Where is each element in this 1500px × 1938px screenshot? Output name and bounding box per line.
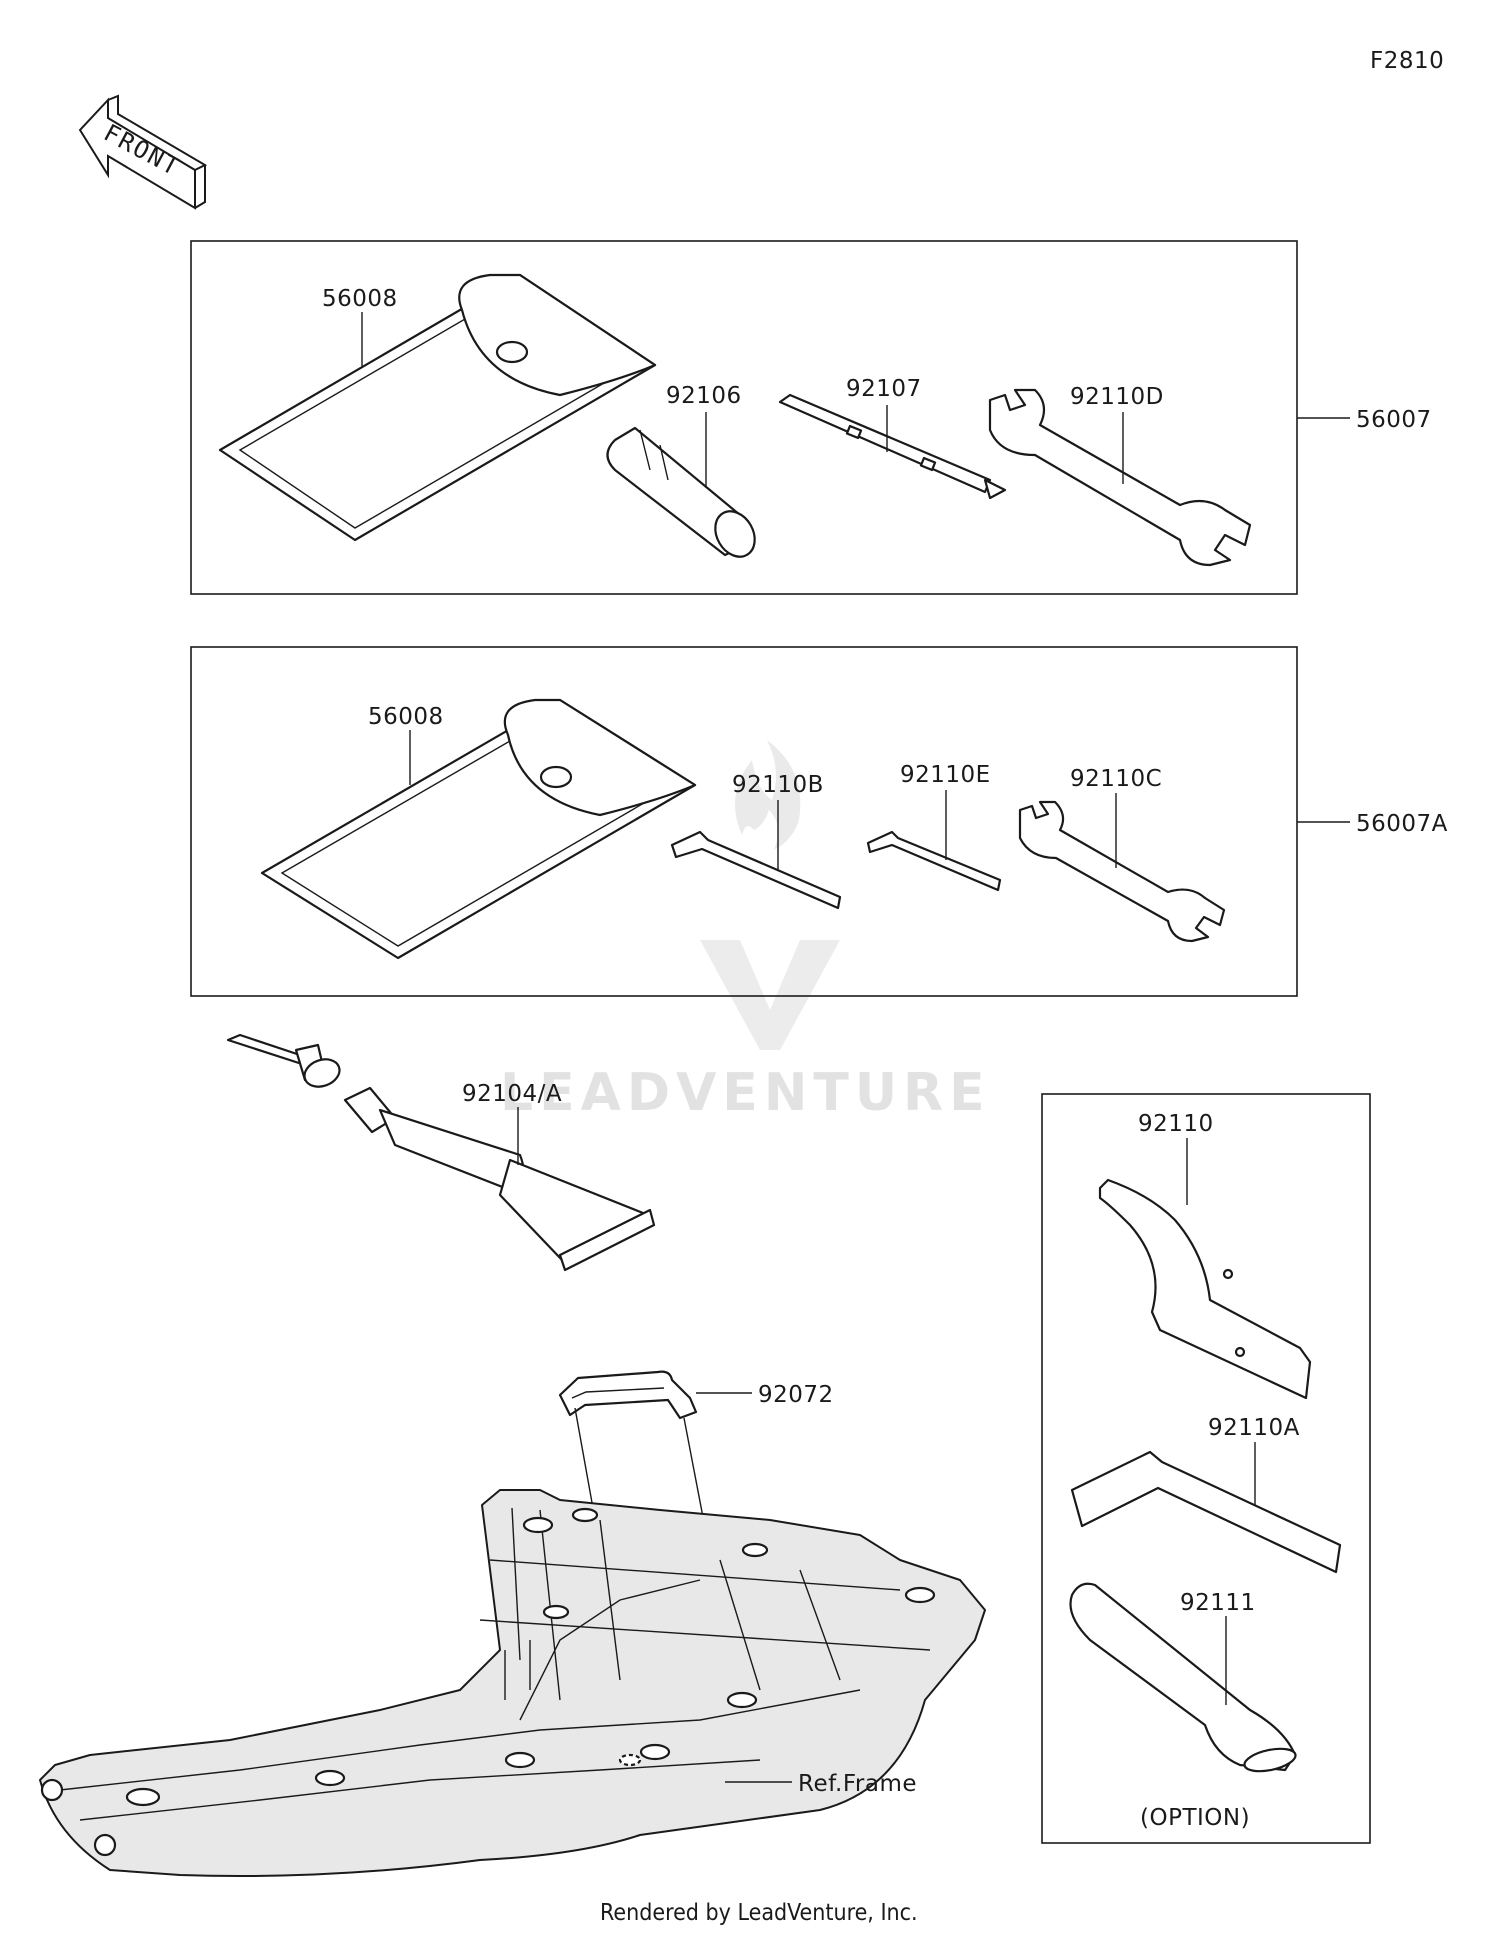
option-handle-label: 92111 bbox=[1180, 1590, 1256, 1616]
frame-outline bbox=[39, 1489, 986, 1877]
front-arrow-icon: FRONT bbox=[78, 94, 208, 210]
option-spanner-label: 92110 bbox=[1138, 1111, 1214, 1137]
watermark: LEADVENTURE bbox=[500, 740, 991, 1123]
figure-code: F2810 bbox=[1370, 48, 1444, 74]
clip-92072 bbox=[558, 1370, 698, 1420]
kit1-socket-label: 92106 bbox=[666, 383, 742, 409]
socket-92106 bbox=[606, 426, 756, 558]
kit2-wrench-label: 92110C bbox=[1070, 766, 1162, 792]
handle-92111 bbox=[1069, 1582, 1297, 1773]
wrench-92110D bbox=[988, 388, 1252, 567]
option-hexkey-label: 92110A bbox=[1208, 1415, 1300, 1441]
kit1-screwdriver-label: 92107 bbox=[846, 376, 922, 402]
kit1-bag-label: 56008 bbox=[322, 286, 398, 312]
option-caption: (OPTION) bbox=[1140, 1805, 1250, 1831]
wrench-92110C bbox=[1018, 800, 1226, 943]
kit1-wrench-label: 92110D bbox=[1070, 384, 1164, 410]
kit2-bag-label: 56008 bbox=[368, 704, 444, 730]
hex-key-92110A bbox=[1070, 1450, 1342, 1574]
footer-credit: Rendered by LeadVenture, Inc. bbox=[600, 1900, 918, 1926]
kit1-label: 56007 bbox=[1356, 407, 1432, 433]
tube-92104A bbox=[226, 1033, 656, 1272]
clip-label: 92072 bbox=[758, 1382, 834, 1408]
kit2-hexkey-label: 92110B bbox=[732, 772, 824, 798]
hex-key-92110E bbox=[866, 830, 1002, 892]
tool-bag-56008 bbox=[218, 273, 657, 542]
hex-key-92110B bbox=[670, 830, 842, 910]
frame-ref-label: Ref.Frame bbox=[798, 1771, 917, 1797]
screwdriver-92107 bbox=[778, 393, 1007, 500]
kit2-label: 56007A bbox=[1356, 811, 1448, 837]
option-box bbox=[1041, 1093, 1371, 1844]
kit1-callout: 56007 bbox=[1297, 407, 1432, 433]
tool-bag-56008-b bbox=[260, 698, 697, 960]
watermark-text: LEADVENTURE bbox=[500, 1063, 991, 1123]
tube-label: 92104/A bbox=[462, 1081, 562, 1107]
kit2-callout: 56007A bbox=[1297, 811, 1448, 837]
hook-spanner-92110 bbox=[1098, 1178, 1312, 1400]
kit2-hexkey2-label: 92110E bbox=[900, 762, 991, 788]
